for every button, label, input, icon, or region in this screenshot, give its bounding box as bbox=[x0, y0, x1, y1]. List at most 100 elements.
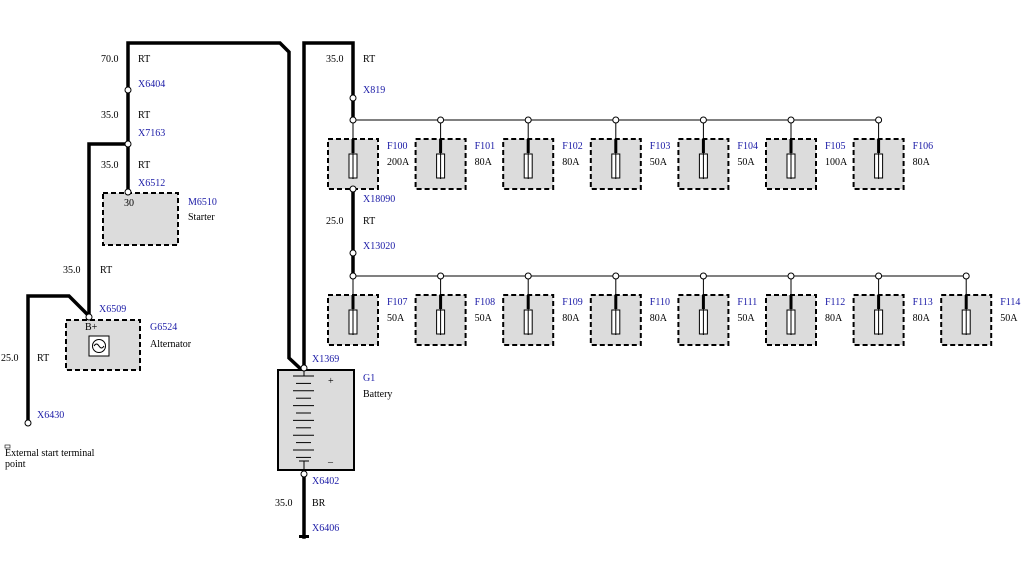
fuse-node bbox=[349, 116, 357, 124]
node-x13020 bbox=[349, 249, 357, 257]
wire-gauge-25b: 25.0 bbox=[326, 216, 344, 227]
fuse-rating: 50A bbox=[1000, 313, 1018, 324]
fuse-f109: F109 80A bbox=[502, 272, 583, 346]
wire-color-70: RT bbox=[138, 54, 150, 65]
alternator-name: Alternator bbox=[150, 339, 192, 350]
fuse-node bbox=[962, 272, 970, 280]
fuse-rating: 80A bbox=[562, 157, 580, 168]
node-x6430 bbox=[24, 419, 32, 427]
fuse-rating: 80A bbox=[475, 157, 493, 168]
label-x6402: X6402 bbox=[312, 476, 339, 487]
fuse-rating: 50A bbox=[475, 313, 493, 324]
node-x6404 bbox=[124, 86, 132, 94]
label-x6430: X6430 bbox=[37, 410, 64, 421]
fuse-f113: F113 80A bbox=[852, 272, 933, 346]
fuse-code: F103 bbox=[650, 141, 671, 152]
alternator-code: G6524 bbox=[150, 322, 177, 333]
battery-cells bbox=[293, 370, 314, 470]
node-x1369 bbox=[300, 364, 308, 372]
label-x7163: X7163 bbox=[138, 128, 165, 139]
fuse-rating: 50A bbox=[650, 157, 668, 168]
fuse-node bbox=[875, 116, 883, 124]
fuse-f107: F107 50A bbox=[327, 272, 408, 346]
fuse-rating: 80A bbox=[913, 157, 931, 168]
fuse-node bbox=[875, 272, 883, 280]
node-x18090 bbox=[349, 185, 357, 193]
label-x819: X819 bbox=[363, 85, 385, 96]
wire-battery-to-fusebus bbox=[302, 41, 355, 374]
node-x6512 bbox=[124, 188, 132, 196]
battery-code: G1 bbox=[363, 373, 375, 384]
fuse-rating: 50A bbox=[737, 157, 755, 168]
fuse-code: F100 bbox=[387, 141, 408, 152]
fuse-rating: 50A bbox=[737, 313, 755, 324]
starter-box bbox=[102, 192, 179, 246]
fuse-code: F109 bbox=[562, 297, 583, 308]
label-x13020: X13020 bbox=[363, 241, 395, 252]
fuse-node bbox=[787, 116, 795, 124]
battery-name: Battery bbox=[363, 389, 392, 400]
fuse-f106: F106 80A bbox=[852, 116, 934, 190]
fuse-code: F110 bbox=[650, 297, 670, 308]
fuse-node bbox=[612, 116, 620, 124]
fuse-rating: 80A bbox=[825, 313, 843, 324]
wire-color-35b: RT bbox=[138, 160, 150, 171]
wire-gauge-35d: 35.0 bbox=[326, 54, 344, 65]
fuse-rating: 80A bbox=[650, 313, 668, 324]
ground-symbol bbox=[299, 535, 309, 538]
wire-alternator-to-external bbox=[26, 294, 92, 425]
fuse-node bbox=[524, 116, 532, 124]
fuse-rating: 80A bbox=[913, 313, 931, 324]
label-x6404: X6404 bbox=[138, 79, 165, 90]
wire-color-25a: RT bbox=[37, 353, 49, 364]
fuse-f110: F110 80A bbox=[589, 272, 670, 346]
fuse-node bbox=[437, 272, 445, 280]
fuse-row-bottom: F107 50A F108 50A F109 80A F110 80A F111 50A F112 8… bbox=[327, 272, 1020, 346]
fuse-code: F111 bbox=[737, 297, 757, 308]
wire-color-35e: BR bbox=[312, 498, 326, 509]
fuse-code: F107 bbox=[387, 297, 408, 308]
starter-name: Starter bbox=[188, 212, 215, 223]
alternator-symbol bbox=[88, 335, 110, 357]
node-x819 bbox=[349, 94, 357, 102]
fuse-code: F112 bbox=[825, 297, 845, 308]
wire-color-35c: RT bbox=[100, 265, 112, 276]
fuse-f108: F108 50A bbox=[414, 272, 496, 346]
fuse-node bbox=[699, 272, 707, 280]
node-x6509 bbox=[85, 313, 93, 321]
fuse-f102: F102 80A bbox=[502, 116, 583, 190]
fuse-f111: F111 50A bbox=[677, 272, 757, 346]
fuse-code: F101 bbox=[475, 141, 496, 152]
battery-box bbox=[277, 369, 355, 471]
fuse-rating: 100A bbox=[825, 157, 848, 168]
fuse-code: F114 bbox=[1000, 297, 1020, 308]
fuse-code: F113 bbox=[913, 297, 933, 308]
fuse-f105: F105 100A bbox=[765, 116, 848, 190]
fuse-rating: 80A bbox=[562, 313, 580, 324]
wire-alternator-to-x7163 bbox=[87, 142, 130, 318]
wire-color-25b: RT bbox=[363, 216, 375, 227]
fuse-code: F108 bbox=[475, 297, 496, 308]
fuse-node bbox=[437, 116, 445, 124]
wire-gauge-70: 70.0 bbox=[101, 54, 119, 65]
alternator-pin: B+ bbox=[85, 322, 98, 333]
fuse-code: F105 bbox=[825, 141, 846, 152]
wire-gauge-35c: 35.0 bbox=[63, 265, 81, 276]
wire-color-35a: RT bbox=[138, 110, 150, 121]
fuse-node bbox=[524, 272, 532, 280]
fuse-node bbox=[612, 272, 620, 280]
node-x6402 bbox=[300, 470, 308, 478]
label-x1369: X1369 bbox=[312, 354, 339, 365]
fuse-f114: F114 50A bbox=[940, 272, 1020, 346]
wire-gauge-35a: 35.0 bbox=[101, 110, 119, 121]
external-marker-icon bbox=[4, 444, 11, 449]
fuse-rating: 50A bbox=[387, 313, 405, 324]
fuse-code: F104 bbox=[737, 141, 758, 152]
battery-minus: – bbox=[327, 457, 334, 468]
fuse-code: F102 bbox=[562, 141, 583, 152]
fuse-node bbox=[699, 116, 707, 124]
fuse-code: F106 bbox=[913, 141, 934, 152]
